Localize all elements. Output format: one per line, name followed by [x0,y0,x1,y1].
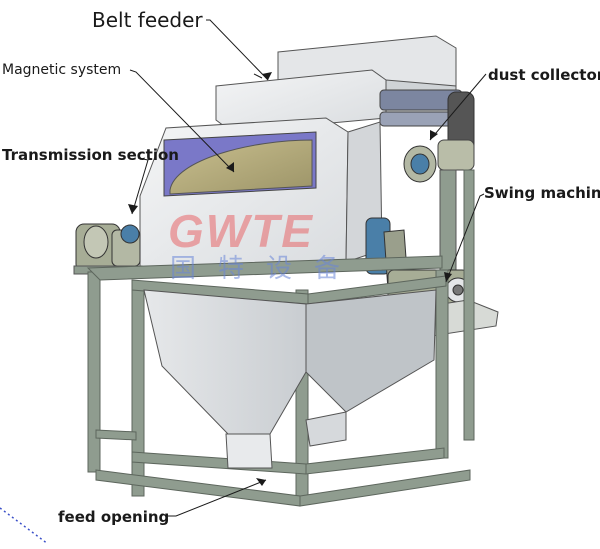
label-belt-feeder: Belt feeder [92,8,203,32]
magnetic-system-housing [139,117,383,273]
watermark-chinese: 国特设备 [170,254,363,284]
leader-lines [129,19,487,517]
label-magnetic-system: Magnetic system [2,62,122,78]
label-dust-collector: dust collector [488,66,600,84]
label-feed-opening: feed opening [58,508,170,526]
dust-collector-unit [379,89,475,291]
corner-dotted-line [0,507,49,545]
discharge-hopper [143,289,437,469]
label-swing-machine: Swing machine [484,184,600,202]
arrowheads [128,72,452,486]
label-transmission-section: Transmission section [2,146,179,164]
watermark-latin: GWTE [168,205,314,257]
